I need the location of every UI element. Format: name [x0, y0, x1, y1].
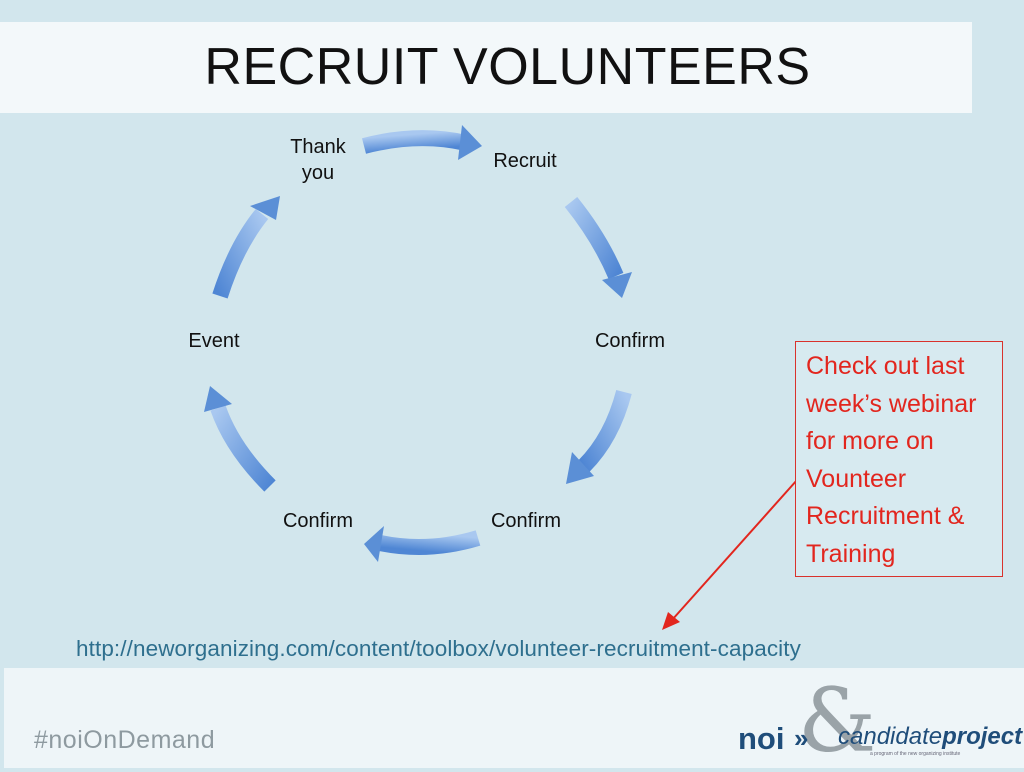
hashtag-label: #noiOnDemand — [34, 726, 216, 754]
arrow-confirm-to-confirm-bottom — [364, 526, 481, 562]
logo-noi: noi — [738, 721, 785, 756]
logo-candidate: candidate — [838, 723, 943, 750]
cycle-node-thank-you: Thank you — [278, 134, 358, 186]
logo-ampersand: & — [798, 669, 877, 772]
slide-title: RECRUIT VOLUNTEERS — [204, 38, 811, 96]
cycle-node-confirm-right: Confirm — [594, 330, 665, 352]
arrow-thankyou-to-recruit — [361, 125, 482, 160]
cycle-node-confirm-bottom-right: Confirm — [490, 510, 561, 532]
arrow-recruit-to-confirm — [564, 196, 632, 298]
logo-candidate-project: candidateproject — [838, 723, 1022, 751]
title-bar: RECRUIT VOLUNTEERS — [0, 22, 972, 113]
arrow-confirm-to-confirm-right — [566, 389, 632, 484]
footer — [0, 668, 1024, 768]
arrow-event-to-thankyou — [212, 196, 280, 299]
logo-chevrons-icon: » — [794, 723, 809, 753]
toolbox-link[interactable]: http://neworganizing.com/content/toolbox… — [76, 636, 801, 661]
cycle-node-confirm-bottom-left: Confirm — [282, 510, 353, 532]
webinar-callout: Check out last week’s webinar for more o… — [795, 341, 1003, 577]
callout-pointer-arrow — [662, 479, 798, 630]
logo-project: project — [942, 723, 1023, 750]
cycle-node-thank-you-line2: you — [301, 162, 335, 184]
footer-edge — [0, 668, 4, 768]
arrow-confirm-to-event — [204, 386, 276, 492]
noi-candidate-project-logo: & noi » candidateproject a program of th… — [738, 669, 1022, 772]
cycle-node-thank-you-line1: Thank — [290, 136, 346, 158]
logo-tagline: a program of the new organizing institut… — [870, 751, 961, 757]
cycle-node-event: Event — [188, 330, 240, 352]
cycle-node-recruit: Recruit — [493, 150, 557, 172]
